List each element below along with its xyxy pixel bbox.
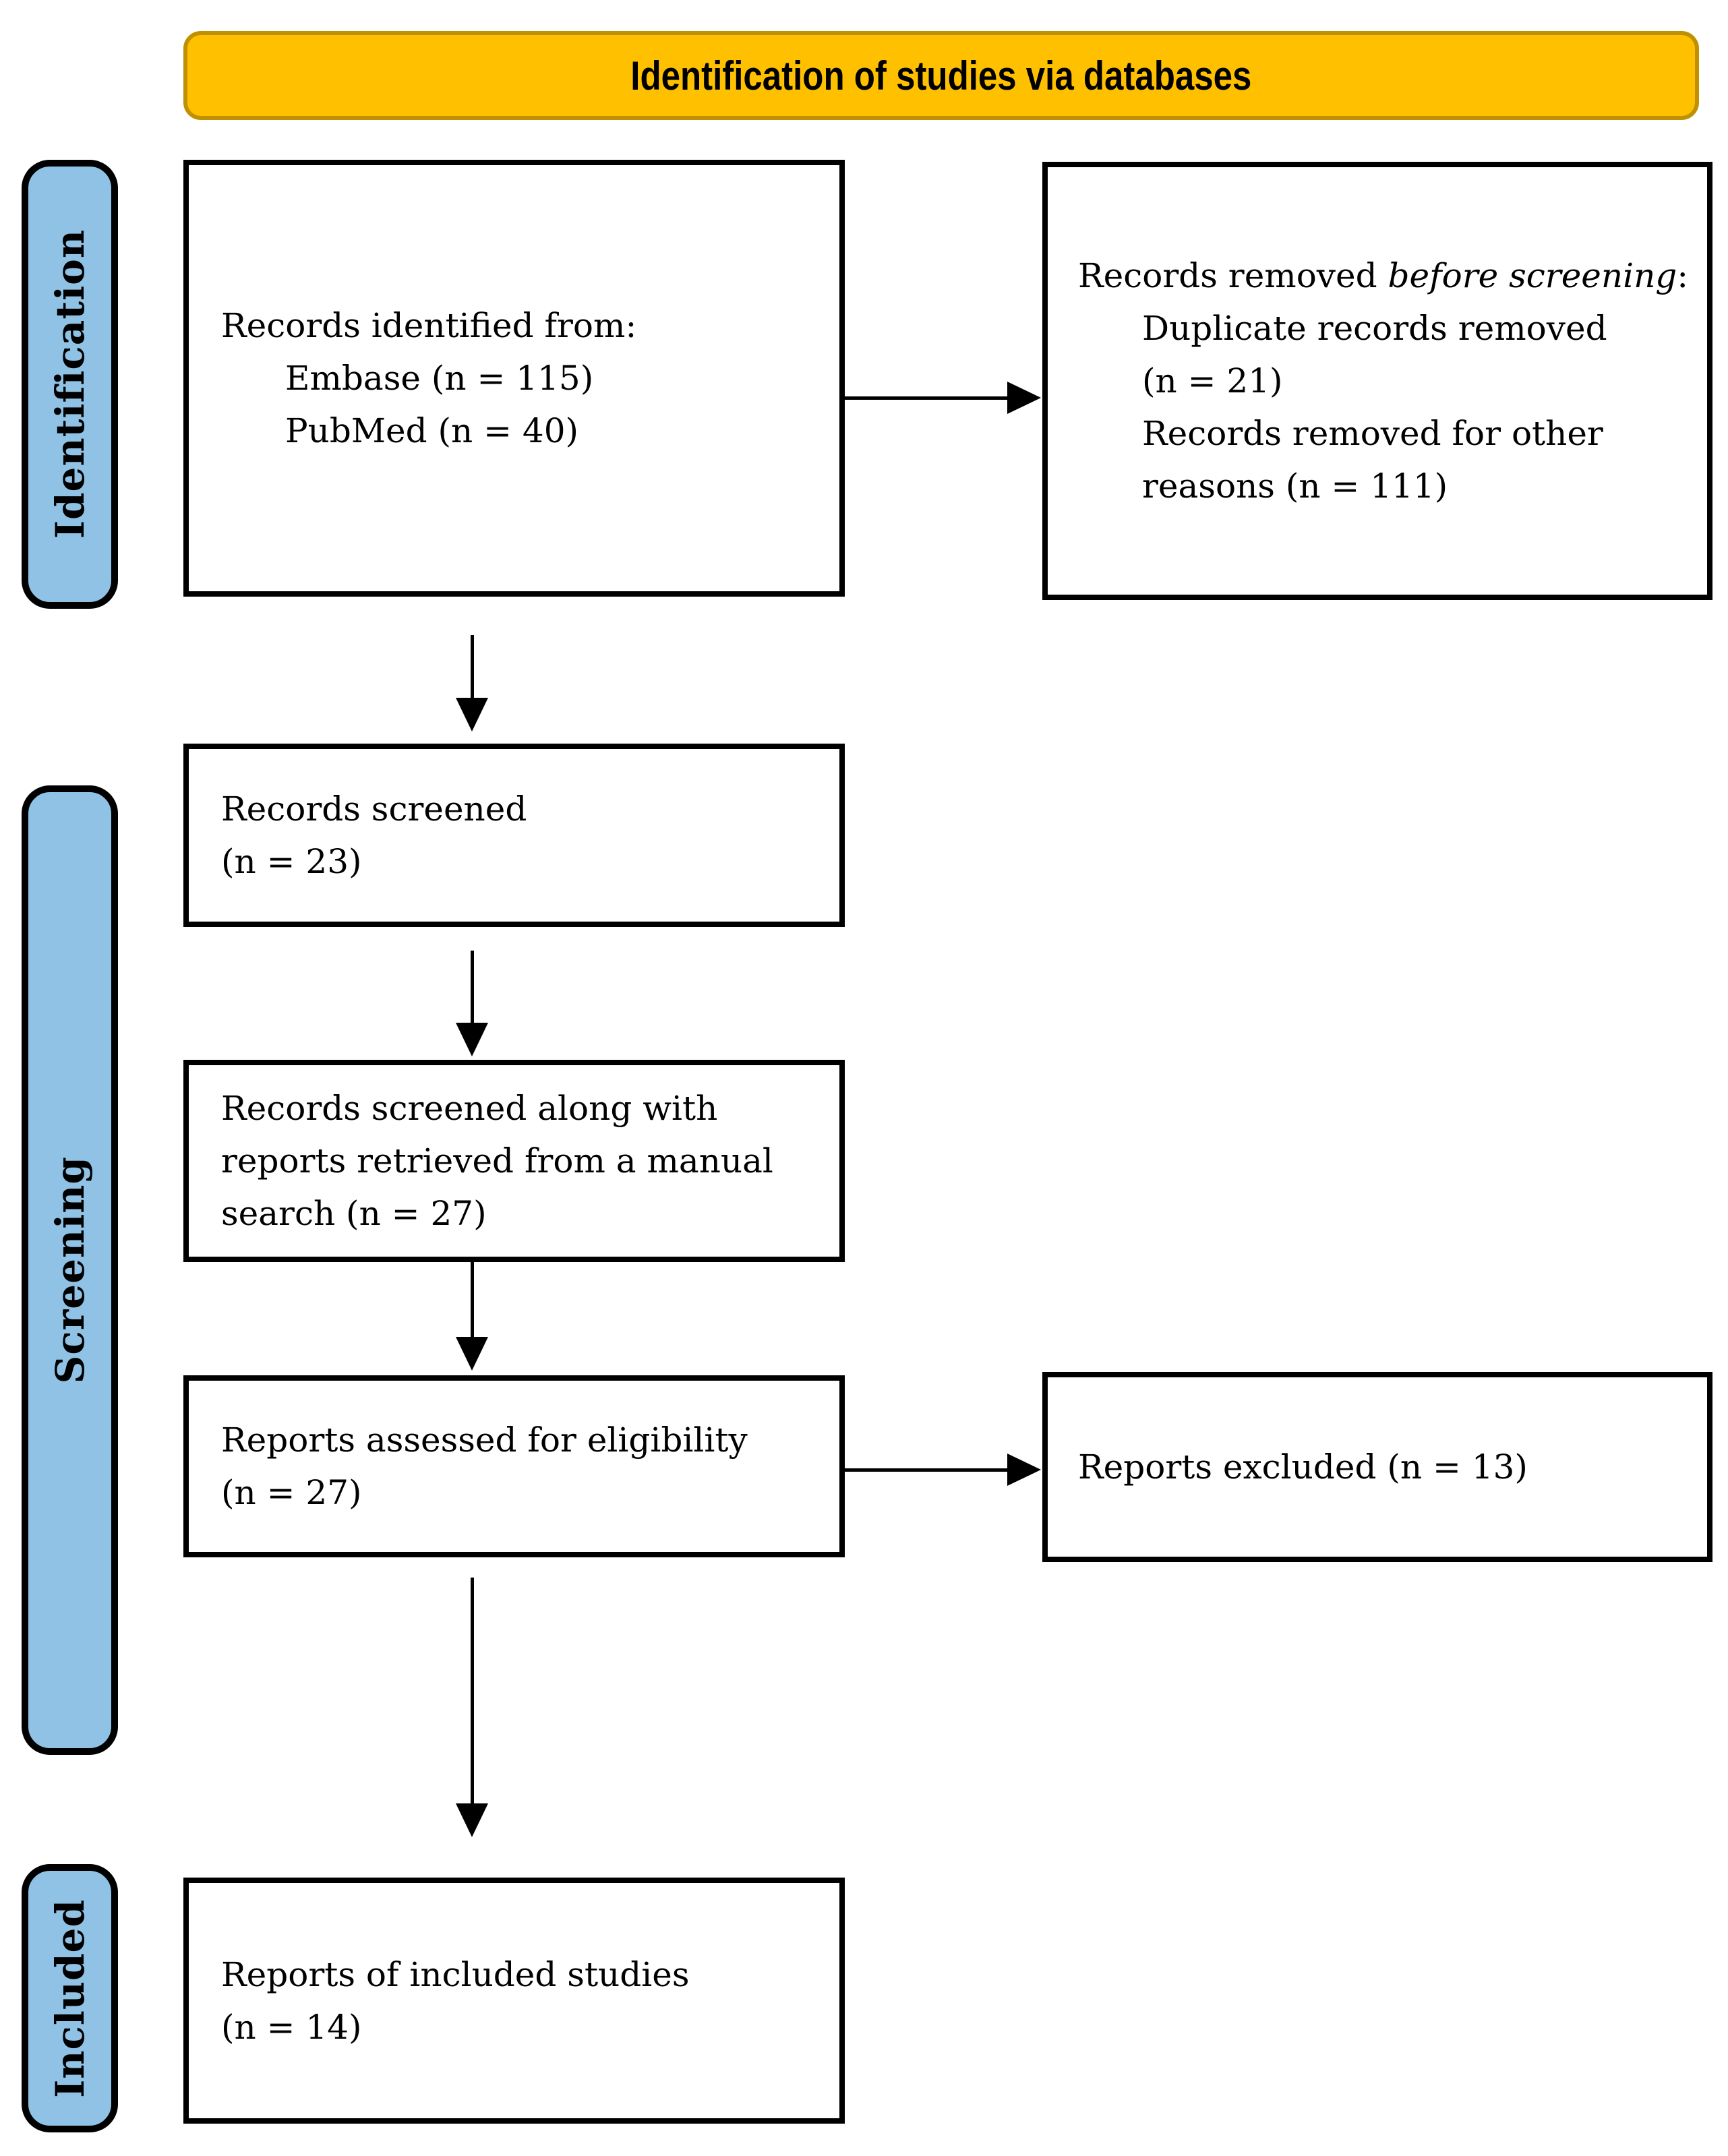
arrow-assessed-to-excluded-head — [1007, 1454, 1041, 1486]
records-removed-heading-prefix: Records removed — [1078, 256, 1388, 295]
arrow-screened-to-manual-head — [456, 1023, 488, 1056]
arrow-identified-to-removed-line — [845, 396, 1009, 400]
arrow-assessed-to-included-line — [471, 1578, 474, 1805]
records-identified-pubmed: PubMed (n = 40) — [285, 411, 579, 450]
stage-bar-screening: Screening — [22, 785, 118, 1755]
records-screened-text: Records screened — [221, 789, 527, 829]
header-title: Identification of studies via databases — [630, 53, 1252, 98]
records-identified-heading: Records identified from: — [221, 306, 637, 345]
box-reports-assessed: Reports assessed for eligibility (n = 27… — [183, 1375, 845, 1557]
box-records-screened: Records screened (n = 23) — [183, 744, 845, 927]
box-reports-included: Reports of included studies (n = 14) — [183, 1878, 845, 2124]
records-screened-manual-line2: reports retrieved from a manual — [221, 1141, 773, 1180]
arrow-identified-to-screened-line — [471, 635, 474, 700]
arrow-manual-to-assessed-line — [471, 1262, 474, 1339]
arrow-manual-to-assessed-head — [456, 1337, 488, 1371]
reports-assessed-count: (n = 27) — [221, 1473, 362, 1512]
records-identified-embase: Embase (n = 115) — [285, 359, 594, 398]
header-banner: Identification of studies via databases — [183, 31, 1699, 120]
stage-bar-included: Included — [22, 1864, 118, 2132]
stage-label-screening: Screening — [47, 1156, 93, 1384]
box-records-removed: Records removed before screening: Duplic… — [1042, 162, 1712, 600]
arrow-identified-to-removed-head — [1007, 382, 1041, 414]
records-removed-duplicates-count: (n = 21) — [1142, 361, 1283, 400]
box-records-screened-manual: Records screened along with reports retr… — [183, 1060, 845, 1262]
reports-excluded-text: Reports excluded (n = 13) — [1078, 1447, 1528, 1487]
reports-assessed-text: Reports assessed for eligibility — [221, 1420, 748, 1460]
arrow-assessed-to-excluded-line — [845, 1468, 1009, 1472]
records-removed-duplicates: Duplicate records removed — [1142, 309, 1607, 348]
stage-label-included: Included — [47, 1898, 93, 2098]
reports-included-count: (n = 14) — [221, 2007, 362, 2047]
records-screened-manual-line3: search (n = 27) — [221, 1194, 487, 1233]
records-screened-count: (n = 23) — [221, 842, 362, 881]
arrow-screened-to-manual-line — [471, 951, 474, 1025]
stage-bar-identification: Identification — [22, 160, 118, 609]
box-reports-excluded: Reports excluded (n = 13) — [1042, 1372, 1712, 1562]
records-removed-heading: Records removed before screening: — [1078, 249, 1707, 302]
records-screened-manual-line1: Records screened along with — [221, 1089, 718, 1128]
stage-label-identification: Identification — [47, 229, 93, 539]
reports-included-text: Reports of included studies — [221, 1954, 690, 1994]
records-removed-other: Records removed for other — [1142, 414, 1603, 453]
box-records-identified: Records identified from: Embase (n = 115… — [183, 160, 845, 597]
arrow-assessed-to-included-head — [456, 1803, 488, 1837]
records-removed-heading-italic: before screening — [1388, 256, 1677, 295]
records-removed-other-count: reasons (n = 111) — [1142, 467, 1448, 506]
records-removed-heading-suffix: : — [1677, 256, 1689, 295]
arrow-identified-to-screened-head — [456, 698, 488, 731]
